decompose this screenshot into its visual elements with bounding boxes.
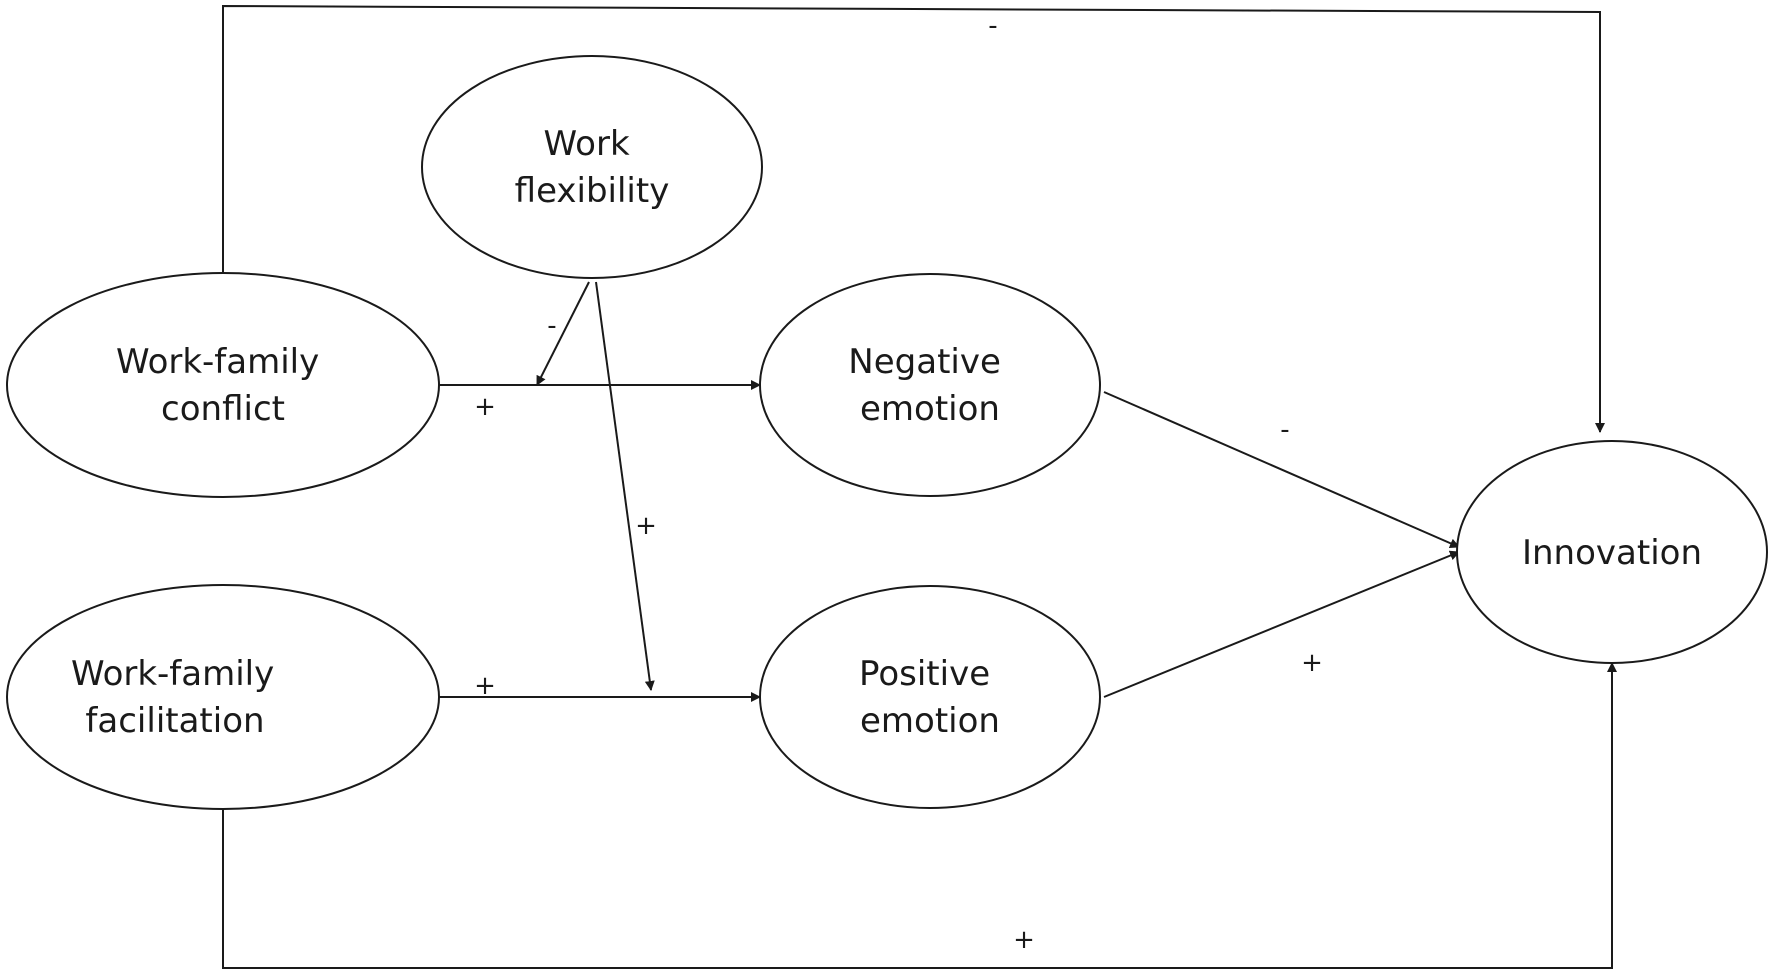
svg-text:Negative emotion: Negative emotion: [848, 342, 1011, 429]
sign-positive-to-innovation: +: [1301, 648, 1323, 678]
svg-text:Innovation: Innovation: [1522, 533, 1702, 573]
sign-conflict-to-negative: +: [474, 392, 496, 422]
svg-text:Positive emotion: Positive emotion: [859, 654, 1001, 741]
node-label-line: emotion: [860, 389, 1000, 429]
node-label-line: Positive: [859, 654, 990, 694]
node-work-family-facilitation: Work-family facilitation: [6, 584, 440, 810]
sign-conflict-to-innovation: -: [988, 11, 997, 41]
sign-flexibility-moderates-facilitation: +: [635, 511, 657, 541]
edge-facilitation-to-innovation: [222, 662, 1617, 969]
edge-flexibility-moderates-conflict: [536, 281, 590, 386]
edge-positive-to-innovation: [1103, 550, 1460, 698]
sign-negative-to-innovation: -: [1280, 415, 1289, 445]
edge-negative-to-innovation: [1103, 391, 1460, 548]
node-label-line: Work: [544, 124, 630, 164]
node-label-line: Work-family: [71, 654, 274, 694]
node-positive-emotion: Positive emotion: [759, 585, 1101, 809]
edge-conflict-to-innovation: [222, 4, 1605, 433]
svg-text:Work-family facilitation: Work-family facilitation: [71, 654, 285, 741]
node-label-line: Work-family: [116, 342, 319, 382]
edge-signs: - - + + - + + +: [474, 11, 1323, 955]
node-work-family-conflict: Work-family conflict: [6, 272, 440, 498]
node-label-line: Negative: [848, 342, 1001, 382]
node-negative-emotion: Negative emotion: [759, 273, 1101, 497]
edges: [222, 4, 1617, 969]
node-innovation: Innovation: [1456, 440, 1768, 664]
node-work-flexibility: Work flexibility: [421, 55, 763, 279]
node-label-line: emotion: [860, 701, 1000, 741]
sign-flexibility-moderates-conflict: -: [547, 311, 556, 341]
node-label-line: flexibility: [515, 171, 670, 211]
node-label-line: conflict: [161, 389, 285, 429]
sign-facilitation-to-positive: +: [474, 671, 496, 701]
node-label-line: Innovation: [1522, 533, 1702, 573]
node-label-line: facilitation: [85, 701, 264, 741]
svg-text:Work flexibility: Work flexibility: [515, 124, 670, 211]
svg-text:Work-family conflict: Work-family conflict: [116, 342, 330, 429]
sign-facilitation-to-innovation: +: [1013, 925, 1035, 955]
edge-flexibility-moderates-facilitation: [595, 281, 655, 691]
